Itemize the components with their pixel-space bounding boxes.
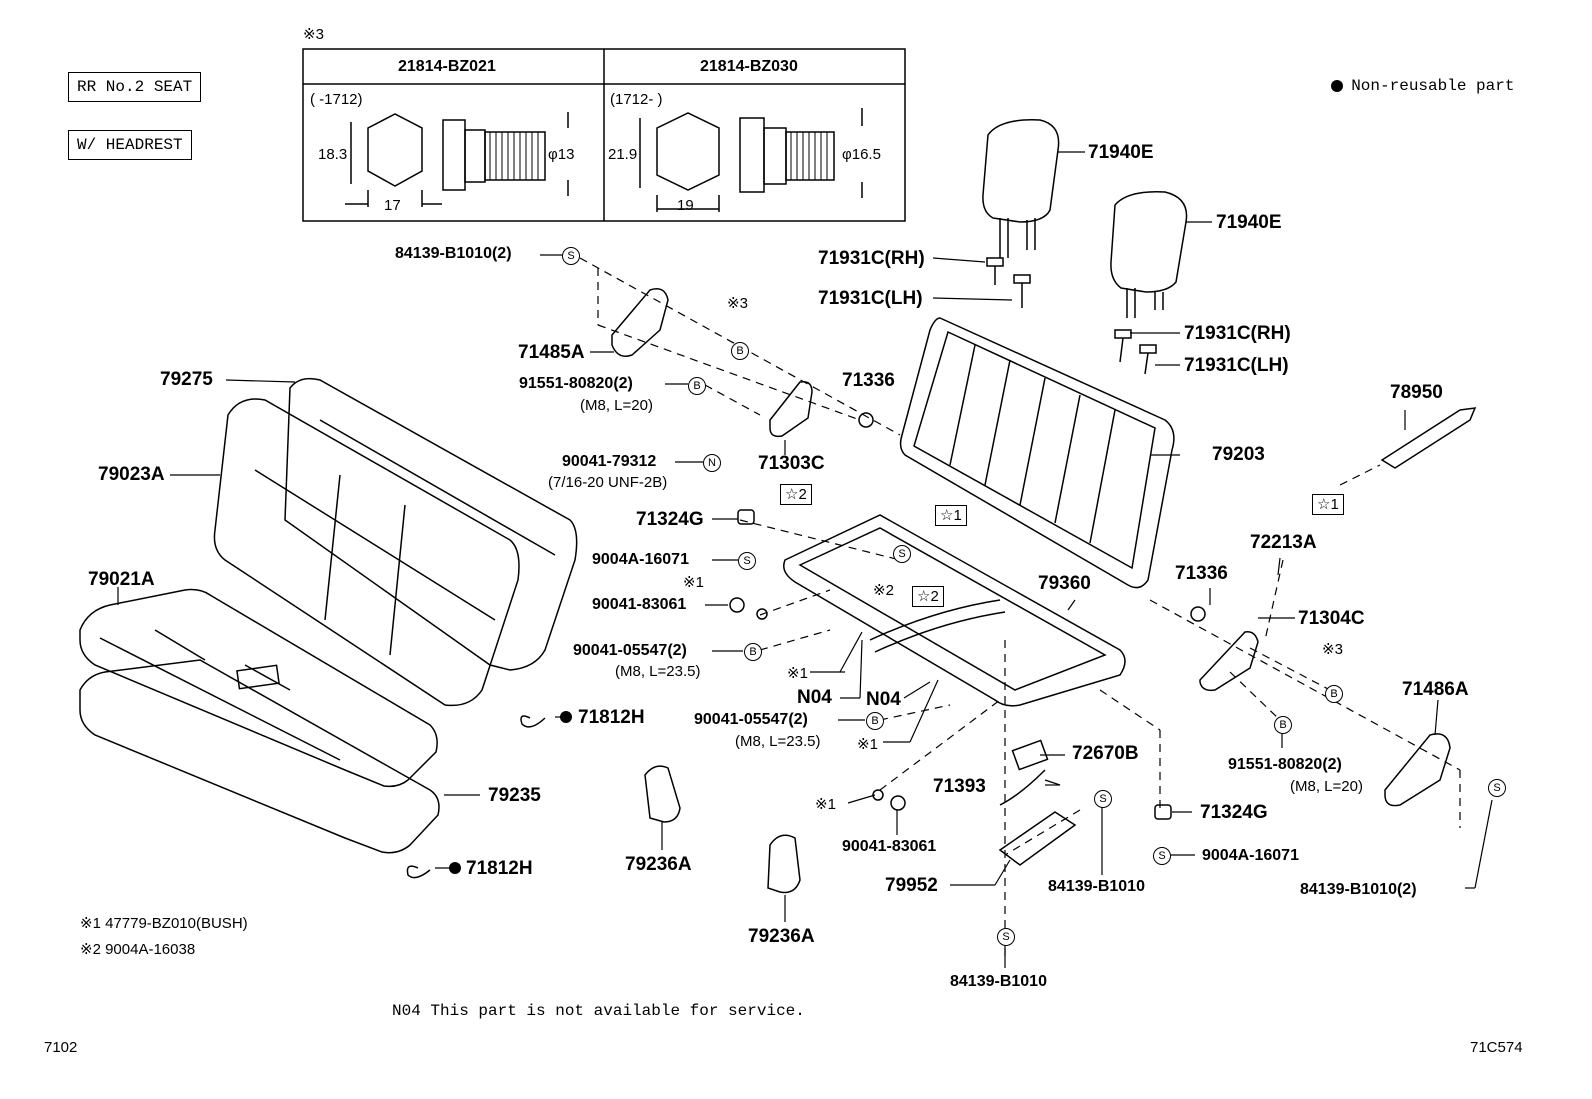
label-72670B: 72670B bbox=[1072, 743, 1139, 764]
label-72213A: 72213A bbox=[1250, 532, 1317, 553]
note3-b: ※3 bbox=[1322, 641, 1343, 658]
table-dia-2: φ16.5 bbox=[842, 146, 881, 163]
table-part-1: 21814-BZ021 bbox=[398, 58, 496, 75]
b-marker: B bbox=[1325, 685, 1343, 703]
label-79235: 79235 bbox=[488, 785, 541, 806]
label-91551-b: 91551-80820(2) bbox=[1228, 756, 1342, 773]
label-71931C-rh-a: 71931C(RH) bbox=[818, 248, 925, 269]
label-79360: 79360 bbox=[1038, 573, 1091, 594]
b-marker: B bbox=[731, 342, 749, 360]
label-90041-83061-b: 90041-83061 bbox=[842, 838, 937, 855]
label-71931C-lh-a: 71931C(LH) bbox=[818, 288, 923, 309]
table-width-1: 17 bbox=[384, 197, 401, 214]
table-part-2: 21814-BZ030 bbox=[700, 58, 798, 75]
table-height-2: 21.9 bbox=[608, 146, 638, 163]
label-91551-a: 91551-80820(2) bbox=[519, 375, 633, 392]
legend-non-reusable: ● Non-reusable part bbox=[1332, 77, 1515, 95]
label-79023A: 79023A bbox=[98, 464, 165, 485]
label-84139-a: 84139-B1010 bbox=[1048, 878, 1145, 895]
star2-marker-a: ☆2 bbox=[780, 484, 812, 505]
footnote-1: ※1 47779-BZ010(BUSH) bbox=[80, 915, 248, 932]
label-71931C-lh-b: 71931C(LH) bbox=[1184, 355, 1289, 376]
note1-c: ※1 bbox=[857, 736, 878, 753]
corner-code-left: 7102 bbox=[44, 1039, 78, 1056]
label-71940E-b: 71940E bbox=[1216, 212, 1282, 233]
note1-d: ※1 bbox=[815, 796, 836, 813]
label-71324G-a: 71324G bbox=[636, 509, 704, 530]
label-84139-2-b: 84139-B1010(2) bbox=[1300, 881, 1417, 898]
footnote-2: ※2 9004A-16038 bbox=[80, 941, 196, 958]
label-9004A-b: 9004A-16071 bbox=[1202, 847, 1299, 864]
label-79236A-b: 79236A bbox=[748, 926, 815, 947]
label-71336-a: 71336 bbox=[842, 370, 895, 391]
s-marker: S bbox=[1094, 790, 1112, 808]
headrest-label-box: W/ HEADREST bbox=[68, 130, 192, 160]
s-marker: S bbox=[562, 247, 580, 265]
label-90041-05547-a-sub: (M8, L=23.5) bbox=[615, 663, 701, 680]
b-marker: B bbox=[1274, 716, 1292, 734]
label-90041-05547-a: 90041-05547(2) bbox=[573, 642, 687, 659]
label-71336-b: 71336 bbox=[1175, 563, 1228, 584]
s-marker: S bbox=[1153, 847, 1171, 865]
note3-a: ※3 bbox=[727, 295, 748, 312]
table-range-1: ( -1712) bbox=[310, 91, 363, 108]
label-84139-b: 84139-B1010 bbox=[950, 973, 1047, 990]
corner-code-right: 71C574 bbox=[1470, 1039, 1523, 1056]
b-marker: B bbox=[688, 377, 706, 395]
table-height-1: 18.3 bbox=[318, 146, 348, 163]
footnote-n04: N04 This part is not available for servi… bbox=[392, 1002, 805, 1020]
label-79021A: 79021A bbox=[88, 569, 155, 590]
s-marker: S bbox=[1488, 779, 1506, 797]
label-79952: 79952 bbox=[885, 875, 938, 896]
label-90041-79312: 90041-79312 bbox=[562, 453, 657, 470]
label-84139-2-a: 84139-B1010(2) bbox=[395, 245, 512, 262]
table-dia-1: φ13 bbox=[548, 146, 575, 163]
note1-b: ※1 bbox=[787, 665, 808, 682]
label-71324G-b: 71324G bbox=[1200, 802, 1268, 823]
label-71304C: 71304C bbox=[1298, 608, 1365, 629]
label-79203: 79203 bbox=[1212, 444, 1265, 465]
label-90041-79312-sub: (7/16-20 UNF-2B) bbox=[548, 474, 668, 491]
n-marker: N bbox=[703, 454, 721, 472]
n04-label-a: N04 bbox=[797, 687, 832, 708]
star1-marker-b: ☆1 bbox=[1312, 494, 1344, 515]
note2-a: ※2 bbox=[873, 582, 894, 599]
label-91551-b-sub: (M8, L=20) bbox=[1290, 778, 1363, 795]
label-71485A: 71485A bbox=[518, 342, 585, 363]
s-marker: S bbox=[738, 552, 756, 570]
label-71940E-a: 71940E bbox=[1088, 142, 1154, 163]
table-width-2: 19 bbox=[677, 197, 694, 214]
label-78950: 78950 bbox=[1390, 382, 1443, 403]
table-range-2: (1712- ) bbox=[610, 91, 663, 108]
s-marker: S bbox=[997, 928, 1015, 946]
label-71812H-a: 71812H bbox=[578, 707, 645, 728]
table-note: ※3 bbox=[303, 26, 324, 43]
label-71486A: 71486A bbox=[1402, 679, 1469, 700]
label-71393: 71393 bbox=[933, 776, 986, 797]
label-90041-83061-a: 90041-83061 bbox=[592, 596, 687, 613]
b-marker: B bbox=[744, 643, 762, 661]
seat-label-box: RR No.2 SEAT bbox=[68, 72, 202, 102]
star2-marker-b: ☆2 bbox=[912, 586, 944, 607]
s-marker: S bbox=[893, 545, 911, 563]
label-90041-05547-b: 90041-05547(2) bbox=[694, 711, 808, 728]
label-79236A-a: 79236A bbox=[625, 854, 692, 875]
star1-marker-a: ☆1 bbox=[935, 505, 967, 526]
label-9004A-a: 9004A-16071 bbox=[592, 551, 689, 568]
label-71931C-rh-b: 71931C(RH) bbox=[1184, 323, 1291, 344]
label-90041-05547-b-sub: (M8, L=23.5) bbox=[735, 733, 821, 750]
b-marker: B bbox=[866, 712, 884, 730]
label-79275: 79275 bbox=[160, 369, 213, 390]
label-91551-a-sub: (M8, L=20) bbox=[580, 397, 653, 414]
label-71303C: 71303C bbox=[758, 453, 825, 474]
label-71812H-b: 71812H bbox=[466, 858, 533, 879]
note1-a: ※1 bbox=[683, 574, 704, 591]
n04-label-b: N04 bbox=[866, 689, 901, 710]
